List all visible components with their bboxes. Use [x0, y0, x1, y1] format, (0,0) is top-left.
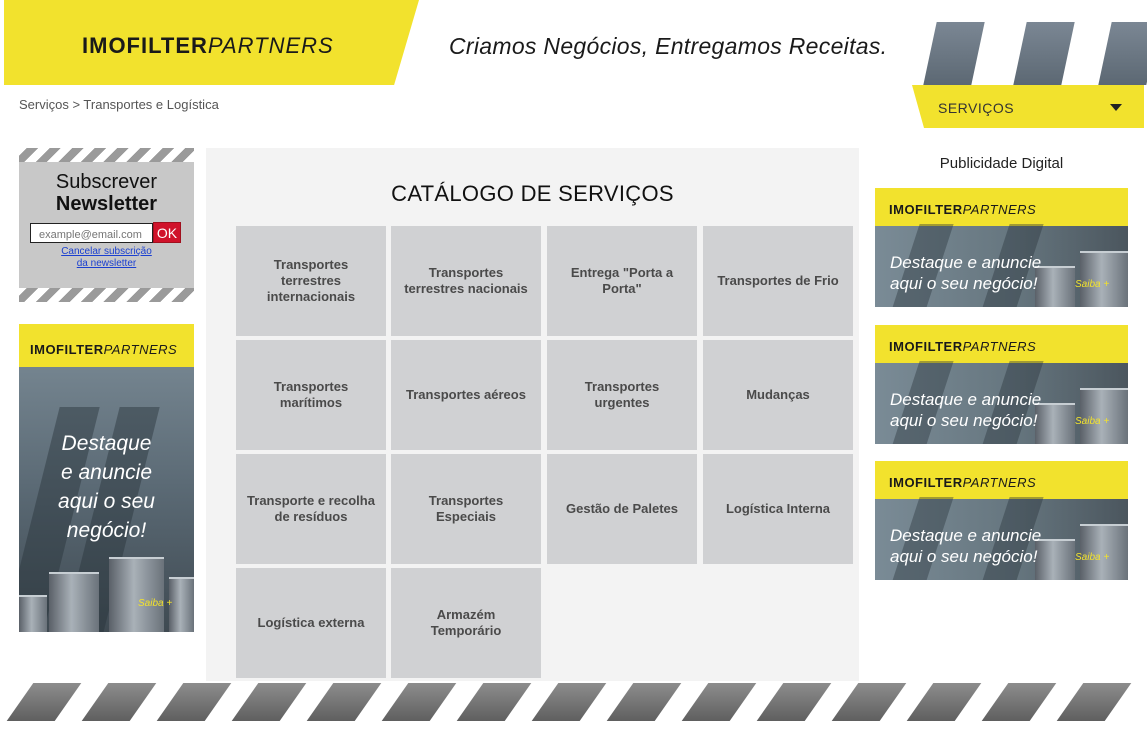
ad-logo-italic: PARTNERS: [962, 339, 1037, 354]
ad-logo: IMOFILTERPARTNERS: [889, 475, 1036, 490]
newsletter-cancel-link[interactable]: Cancelar subscrição da newsletter: [19, 246, 194, 270]
catalog-tile-label: Armazém Temporário: [430, 607, 502, 638]
catalog-tile[interactable]: Transportes marítimos: [236, 340, 386, 450]
catalog-tile[interactable]: Logística externa: [236, 568, 386, 678]
ad-logo-italic: PARTNERS: [962, 475, 1037, 490]
chevron-down-icon: [1110, 104, 1122, 111]
newsletter-title-line1: Subscrever: [55, 171, 158, 193]
catalog-tile-label: Transportes marítimos: [273, 379, 349, 410]
breadcrumb[interactable]: Serviços > Transportes e Logística: [19, 97, 219, 112]
catalog-tile-label: Transportes terrestres internacionais: [266, 257, 356, 304]
ad-logo: IMOFILTERPARTNERS: [30, 342, 177, 357]
ad-logo-bold: IMOFILTER: [889, 339, 963, 354]
hazard-stripe-bottom: [19, 288, 194, 302]
service-catalog: CATÁLOGO DE SERVIÇOS Transportes terrest…: [206, 148, 859, 681]
newsletter-cancel-line1: Cancelar subscrição: [61, 246, 152, 257]
ad-logo-bar: IMOFILTERPARTNERS: [875, 188, 1128, 226]
ad-line-1: Destaque e anuncie: [890, 253, 1042, 272]
ad-logo-bar: IMOFILTERPARTNERS: [875, 325, 1128, 363]
digital-ads-title: Publicidade Digital: [939, 155, 1064, 172]
header-decorative-stripes: [920, 22, 1147, 85]
ad-line-2: e anuncie: [60, 461, 153, 484]
ad-logo-bold: IMOFILTER: [889, 475, 963, 490]
catalog-tile[interactable]: Gestão de Paletes: [547, 454, 697, 564]
ad-logo: IMOFILTERPARTNERS: [889, 202, 1036, 217]
right-ad-banner[interactable]: IMOFILTERPARTNERS Destaque e anuncie aqu…: [875, 461, 1128, 580]
catalog-tile[interactable]: Logística Interna: [703, 454, 853, 564]
catalog-tile-label: Transportes urgentes: [584, 379, 660, 410]
ad-line-1: Destaque e anuncie: [890, 526, 1042, 545]
catalog-tile-label: Mudanças: [746, 387, 810, 402]
newsletter-title-line2: Newsletter: [55, 193, 158, 215]
hazard-stripe-top: [19, 148, 194, 162]
ad-logo-bold: IMOFILTER: [889, 202, 963, 217]
catalog-tile[interactable]: Entrega "Porta a Porta": [547, 226, 697, 336]
catalog-tile[interactable]: Transportes terrestres nacionais: [391, 226, 541, 336]
ad-line-1: Destaque e anuncie: [890, 390, 1042, 409]
catalog-tile[interactable]: Transportes urgentes: [547, 340, 697, 450]
ad-headline: Destaque e anuncie aqui o seu negócio!: [890, 525, 1041, 567]
ad-line-2: aqui o seu negócio!: [890, 274, 1038, 293]
ad-headline: Destaque e anuncie aqui o seu negócio!: [19, 429, 194, 545]
catalog-tile-label: Transportes aéreos: [406, 387, 526, 402]
catalog-tile-label: Transportes Especiais: [428, 493, 504, 524]
logo-bold-text: IMOFILTER: [82, 33, 208, 58]
header-logo-banner[interactable]: IMOFILTERPARTNERS: [4, 0, 419, 85]
ad-logo-bar: IMOFILTERPARTNERS: [19, 324, 194, 367]
catalog-tile-label: Transporte e recolha de resíduos: [247, 493, 375, 524]
ad-logo-bold: IMOFILTER: [30, 342, 104, 357]
services-dropdown-label: SERVIÇOS: [938, 100, 1015, 116]
catalog-tile[interactable]: Transportes terrestres internacionais: [236, 226, 386, 336]
ad-background-image: [19, 367, 194, 632]
catalog-tile-label: Transportes terrestres nacionais: [404, 265, 528, 296]
left-ad-banner[interactable]: IMOFILTERPARTNERS Destaque e anuncie aqu…: [19, 324, 194, 632]
newsletter-ok-button[interactable]: OK: [153, 222, 181, 243]
catalog-tile-label: Gestão de Paletes: [566, 501, 678, 516]
catalog-tile-label: Transportes de Frio: [717, 273, 839, 288]
ad-headline: Destaque e anuncie aqui o seu negócio!: [890, 252, 1041, 294]
ad-saiba-mais-link[interactable]: Saiba +: [1075, 416, 1110, 427]
site-logo[interactable]: IMOFILTERPARTNERS: [82, 33, 334, 59]
ad-line-4: negócio!: [66, 519, 147, 542]
catalog-tile-label: Logística externa: [257, 615, 365, 630]
ad-saiba-mais-link[interactable]: Saiba +: [138, 598, 173, 609]
ad-logo-italic: PARTNERS: [962, 202, 1037, 217]
right-ad-banner[interactable]: IMOFILTERPARTNERS Destaque e anuncie aqu…: [875, 188, 1128, 307]
newsletter-box: Subscrever Newsletter OK Cancelar subscr…: [19, 148, 194, 302]
ad-line-1: Destaque: [61, 432, 152, 455]
newsletter-email-input[interactable]: [30, 223, 153, 243]
catalog-tile[interactable]: Transportes aéreos: [391, 340, 541, 450]
services-dropdown[interactable]: SERVIÇOS: [912, 85, 1144, 128]
right-ad-banner[interactable]: IMOFILTERPARTNERS Destaque e anuncie aqu…: [875, 325, 1128, 444]
logo-italic-text: PARTNERS: [207, 33, 334, 58]
ad-headline: Destaque e anuncie aqui o seu negócio!: [890, 389, 1041, 431]
catalog-tile[interactable]: Transporte e recolha de resíduos: [236, 454, 386, 564]
newsletter-cancel-line2: da newsletter: [76, 258, 137, 269]
ad-logo-bar: IMOFILTERPARTNERS: [875, 461, 1128, 499]
ad-saiba-mais-link[interactable]: Saiba +: [1075, 552, 1110, 563]
ad-saiba-mais-link[interactable]: Saiba +: [1075, 279, 1110, 290]
catalog-tile[interactable]: Armazém Temporário: [391, 568, 541, 678]
catalog-title: CATÁLOGO DE SERVIÇOS: [391, 181, 674, 206]
catalog-tile-label: Entrega "Porta a Porta": [570, 265, 674, 296]
ad-line-3: aqui o seu: [58, 490, 155, 513]
ad-line-2: aqui o seu negócio!: [890, 547, 1038, 566]
catalog-tile-label: Logística Interna: [725, 501, 831, 516]
footer-decorative-stripes: [0, 683, 1147, 721]
ad-background-image: [875, 499, 1128, 580]
ad-logo-italic: PARTNERS: [103, 342, 178, 357]
ad-background-image: [875, 226, 1128, 307]
ad-logo: IMOFILTERPARTNERS: [889, 339, 1036, 354]
ad-background-image: [875, 363, 1128, 444]
ad-line-2: aqui o seu negócio!: [890, 411, 1038, 430]
header-tagline: Criamos Negócios, Entregamos Receitas.: [449, 33, 888, 59]
catalog-tile[interactable]: Transportes de Frio: [703, 226, 853, 336]
catalog-tile[interactable]: Transportes Especiais: [391, 454, 541, 564]
catalog-tile[interactable]: Mudanças: [703, 340, 853, 450]
